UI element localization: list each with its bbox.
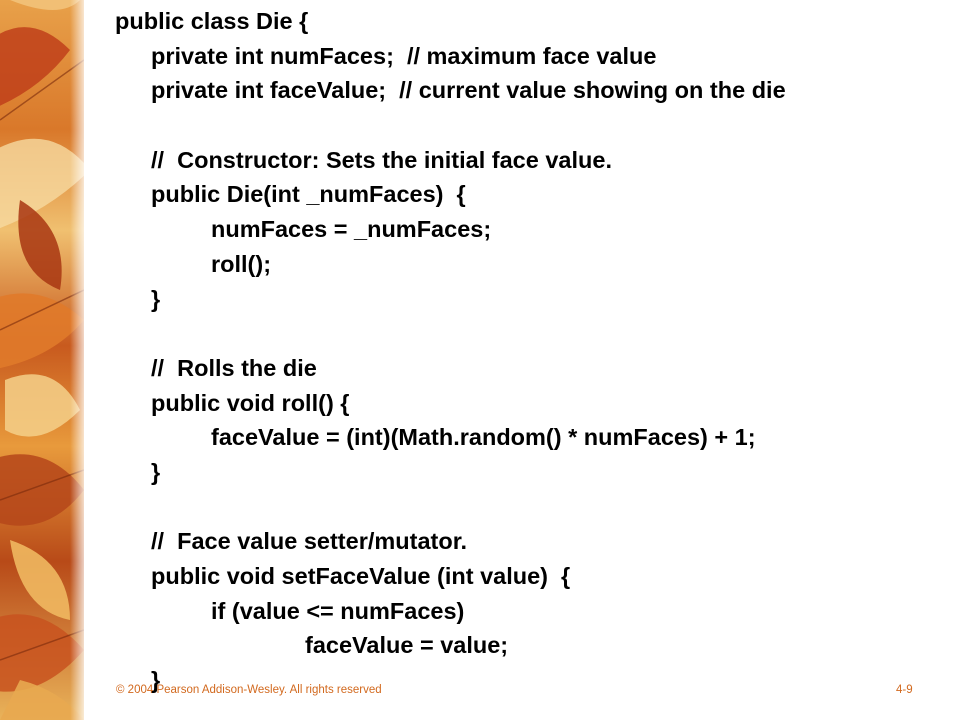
code-line: private int numFaces; // maximum face va…: [151, 42, 657, 69]
code-line: numFaces = _numFaces;: [211, 216, 492, 243]
code-line: private int faceValue; // current value …: [151, 77, 786, 104]
code-line: public Die(int _numFaces) {: [151, 181, 466, 208]
code-line: roll();: [211, 250, 272, 277]
code-listing: public class Die { private int numFaces;…: [115, 4, 786, 698]
code-line: faceValue = (int)(Math.random() * numFac…: [211, 424, 756, 451]
code-line: // Constructor: Sets the initial face va…: [151, 146, 612, 173]
code-line-blank: [115, 316, 786, 351]
code-line: }: [151, 458, 161, 485]
leaves-graphic: [0, 0, 84, 720]
code-line: public class Die {: [115, 8, 309, 34]
slide-number: 4-9: [896, 684, 913, 696]
code-line: // Face value setter/mutator.: [151, 528, 468, 555]
autumn-leaves-image: [0, 0, 84, 720]
code-line: public void setFaceValue (int value) {: [151, 563, 571, 589]
code-line: // Rolls the die: [151, 354, 317, 381]
copyright-footer: © 2004 Pearson Addison-Wesley. All right…: [116, 684, 382, 696]
code-line: }: [151, 285, 161, 312]
code-line: faceValue = value;: [305, 632, 509, 659]
code-line: public void roll() {: [151, 389, 350, 416]
code-line-blank: [115, 108, 786, 143]
code-line-blank: [115, 490, 786, 525]
code-line: if (value <= numFaces): [211, 597, 465, 624]
code-line: }: [151, 667, 161, 694]
leaf-fade: [70, 0, 84, 720]
